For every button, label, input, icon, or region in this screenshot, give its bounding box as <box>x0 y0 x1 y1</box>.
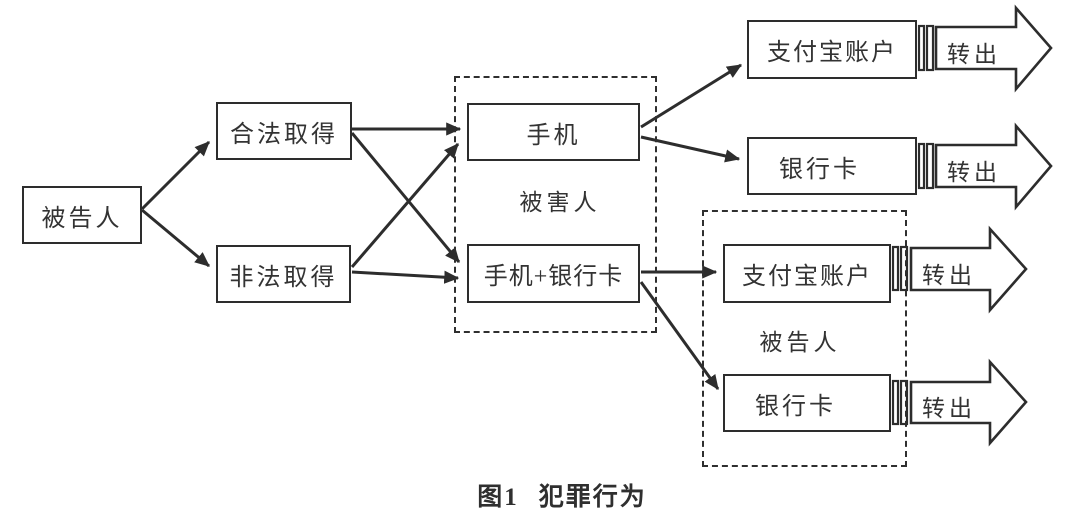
transfer-out-label-4: 转出 <box>922 396 976 421</box>
node-illegal-obtain: 非法取得 <box>216 245 351 303</box>
separator-bar <box>925 24 935 72</box>
node-bank-top: 银行卡 <box>747 137 917 195</box>
separator-bar <box>917 24 926 72</box>
node-defendant: 被告人 <box>22 186 142 244</box>
arrow-illegal-to-phonebank <box>351 270 460 284</box>
figure-caption: 图1 犯罪行为 <box>382 477 742 513</box>
transfer-out-arrow-2 <box>934 122 1053 211</box>
transfer-out-label-3: 转出 <box>922 263 976 288</box>
node-legal-obtain: 合法取得 <box>216 102 352 160</box>
defendant-group-box <box>702 210 907 467</box>
arrow-phone-to-alipay-top <box>640 63 743 129</box>
arrow-phonebank-to-bank-bottom <box>639 281 720 390</box>
transfer-out-label-2: 转出 <box>947 160 1001 185</box>
transfer-out-arrow-3 <box>909 225 1028 314</box>
transfer-out-arrow-1 <box>934 4 1053 93</box>
arrow-legal-to-phonebank <box>350 132 461 263</box>
defendant-group-label: 被告人 <box>759 330 841 355</box>
figure-caption-number: 图1 <box>477 484 519 511</box>
victim-group-box <box>454 76 657 333</box>
arrow-illegal-to-phone <box>350 143 460 268</box>
node-phone: 手机 <box>467 103 640 161</box>
arrow-phone-to-bank-top <box>640 135 741 163</box>
separator-bar <box>891 245 900 292</box>
transfer-out-arrow-4 <box>909 358 1028 447</box>
arrow-defendant-to-illegal <box>141 208 210 268</box>
figure-caption-title: 犯罪行为 <box>538 484 647 511</box>
node-alipay-bottom: 支付宝账户 <box>723 244 891 303</box>
separator-bar <box>891 379 900 426</box>
arrow-defendant-to-legal <box>140 140 211 211</box>
victim-group-label: 被害人 <box>519 190 601 215</box>
transfer-out-label-1: 转出 <box>947 42 1001 67</box>
separator-bar <box>899 379 909 426</box>
separator-bar <box>917 142 926 190</box>
node-alipay-top: 支付宝账户 <box>747 20 917 79</box>
node-phone-bank: 手机+银行卡 <box>467 244 640 303</box>
separator-bar <box>925 142 935 190</box>
separator-bar <box>899 245 909 292</box>
node-bank-bottom: 银行卡 <box>723 374 891 432</box>
